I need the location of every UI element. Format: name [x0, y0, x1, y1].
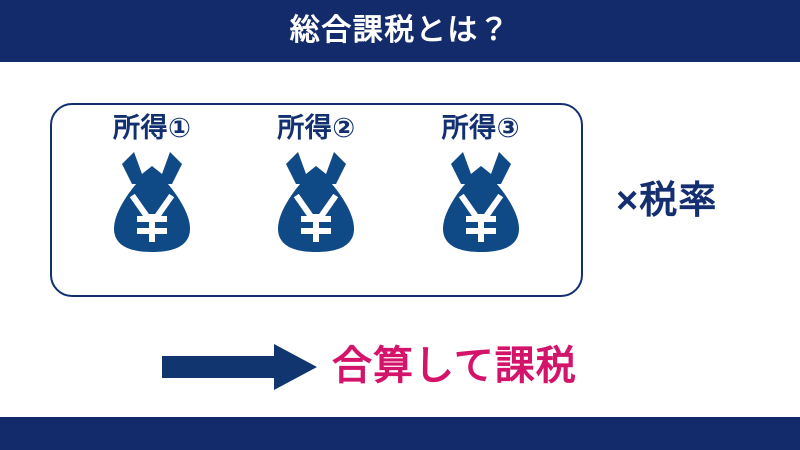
- aggregate-taxation-label: 合算して課税: [332, 344, 577, 388]
- tax-rate-label: ×税率: [616, 180, 718, 222]
- income-item-2: 所得②: [241, 115, 391, 260]
- money-bag-yen-icon: [268, 148, 364, 260]
- money-bag-yen-icon: [433, 148, 529, 260]
- arrow-right-icon: [162, 344, 317, 390]
- income-item-3: 所得③: [406, 115, 556, 260]
- income-item-2-label: 所得②: [277, 113, 356, 143]
- page-title: 総合課税とは？: [289, 14, 511, 47]
- income-item-1: 所得①: [77, 115, 227, 260]
- header-bar: 総合課税とは？: [0, 0, 800, 62]
- income-item-3-label: 所得③: [441, 113, 520, 143]
- income-item-1-label: 所得①: [112, 113, 192, 143]
- income-group-box: 所得① 所得②: [50, 103, 583, 297]
- money-bag-yen-icon: [104, 148, 200, 260]
- footer-bar: [0, 417, 800, 450]
